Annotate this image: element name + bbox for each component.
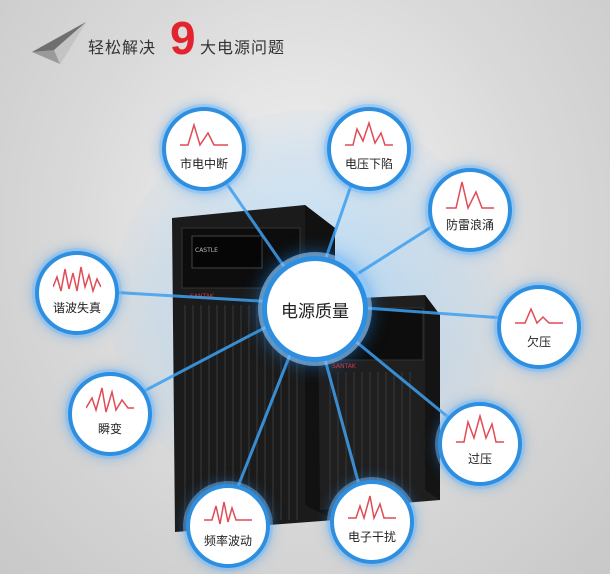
problem-node-harmonic-distortion: 谐波失真 — [35, 251, 119, 335]
header-prefix: 轻松解决 — [88, 38, 157, 57]
problem-node-surge: 防雷浪涌 — [428, 168, 512, 252]
problem-node-undervoltage: 欠压 — [497, 285, 581, 369]
header-suffix: 大电源问题 — [200, 38, 286, 57]
problem-label: 防雷浪涌 — [445, 218, 494, 232]
paper-plane-icon — [32, 22, 86, 64]
problem-label: 频率波动 — [203, 534, 252, 548]
problem-node-frequency-fluctuation: 频率波动 — [186, 484, 270, 568]
problem-label: 过压 — [467, 452, 492, 466]
waveform-icon — [515, 307, 563, 325]
header-number: 9 — [170, 12, 196, 64]
waveform-icon — [204, 501, 252, 525]
problem-node-transient: 瞬变 — [68, 372, 152, 456]
header: 轻松解决 9 大电源问题 — [30, 8, 330, 68]
waveform-icon — [86, 387, 134, 413]
ups-tower-large: CASTLE SANTAK — [172, 205, 335, 532]
problem-label: 电子干扰 — [347, 530, 396, 544]
waveform-icon — [180, 122, 228, 147]
waveform-icon — [348, 495, 396, 521]
problem-label: 欠压 — [526, 335, 551, 349]
problem-node-overvoltage: 过压 — [438, 402, 522, 486]
problem-node-electronic-interference: 电子干扰 — [330, 480, 414, 564]
problem-label: 谐波失真 — [52, 301, 101, 315]
problem-node-mains-outage: 市电中断 — [162, 107, 246, 191]
waveform-icon — [456, 414, 504, 443]
problem-label: 市电中断 — [179, 157, 228, 171]
power-quality-hub: 电源质量 — [262, 256, 368, 362]
hub-label: 电源质量 — [281, 302, 349, 322]
small-front-badge: SANTAK — [332, 363, 357, 370]
problem-label: 电压下陷 — [344, 157, 393, 171]
problem-node-voltage-sag: 电压下陷 — [327, 107, 411, 191]
tower-brand-label: CASTLE — [195, 247, 218, 254]
waveform-icon — [345, 120, 393, 146]
waveform-icon — [53, 266, 101, 294]
problem-label: 瞬变 — [97, 422, 122, 436]
waveform-icon — [446, 181, 494, 211]
